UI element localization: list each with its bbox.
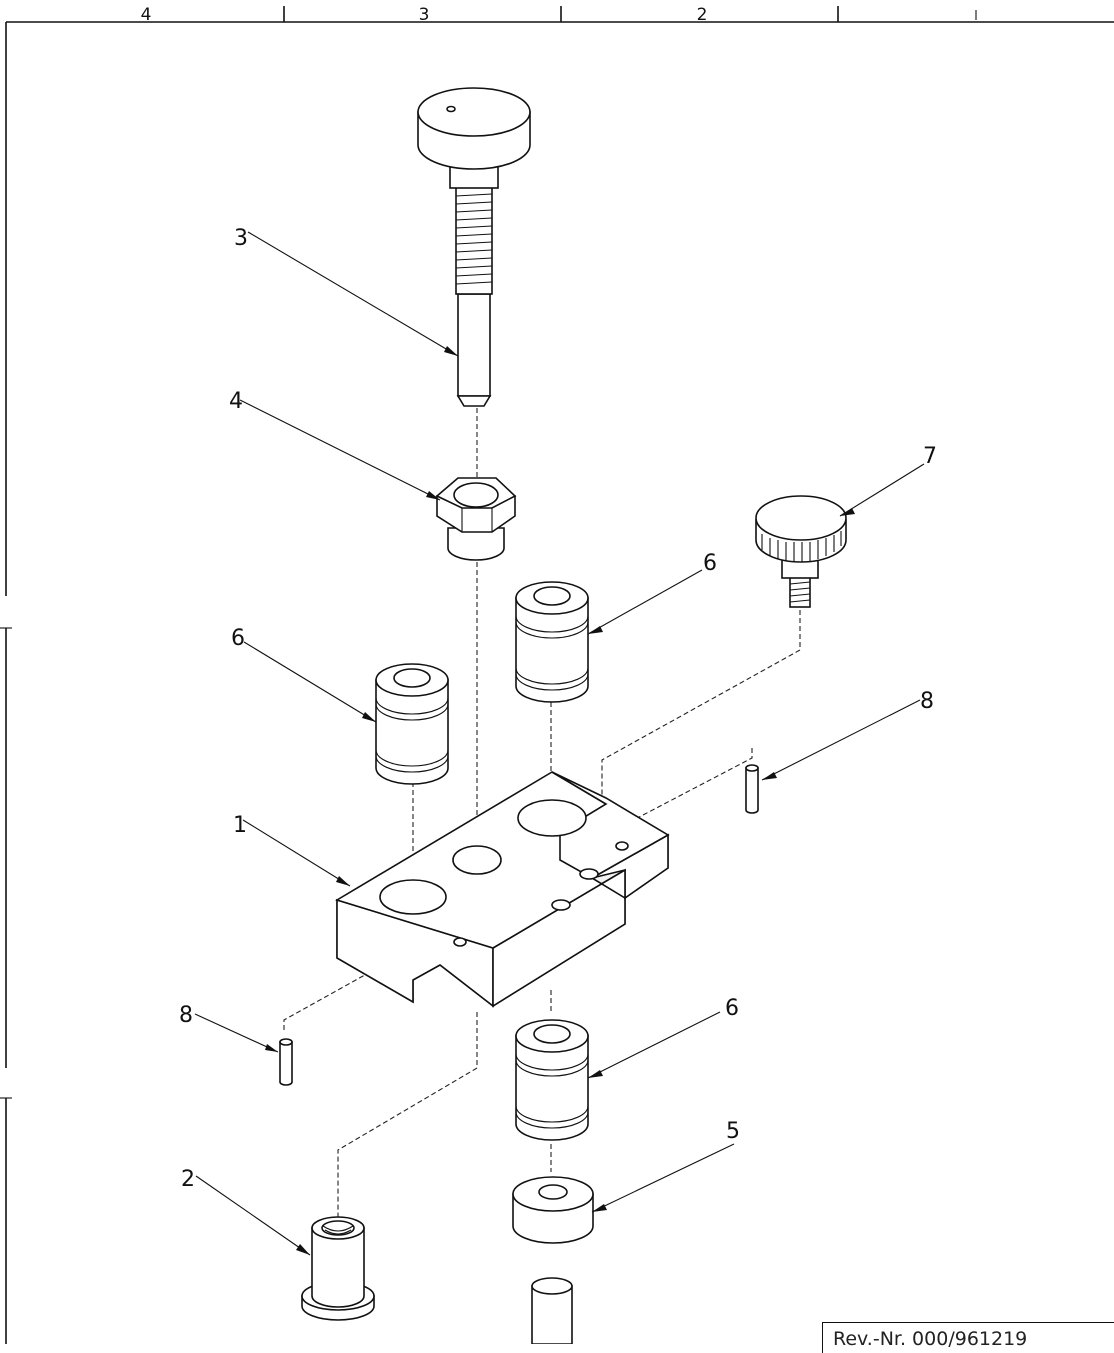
drawing-frame: 4 3 2 (0, 5, 1114, 1344)
leader-lines (194, 231, 925, 1256)
part-8a-dowel-pin (745, 764, 759, 814)
column-label-3: 3 (419, 5, 430, 25)
part-7-knurled-knob (755, 495, 847, 608)
part-8b-dowel-pin (279, 1038, 293, 1086)
callout-item-1: 1 (233, 813, 247, 838)
callout-item-7: 7 (923, 444, 937, 469)
part-6c-bushing (515, 1019, 589, 1141)
part-1-base-plate (335, 771, 670, 1008)
part-3-knob-screw (417, 87, 531, 407)
revision-number: Rev.-Nr. 000/961219 (833, 1328, 1028, 1350)
callout-item-4: 4 (229, 389, 243, 414)
column-label-2: 2 (697, 5, 708, 25)
part-6b-bushing (515, 581, 589, 703)
callout-item-6c: 6 (725, 996, 739, 1021)
callout-item-8a: 8 (920, 689, 934, 714)
revision-box: Rev.-Nr. 000/961219 (822, 1322, 1114, 1353)
bottom-pin-partial (531, 1277, 573, 1344)
callout-labels: 3 4 7 6 6 8 1 6 8 5 2 (179, 226, 937, 1192)
column-label-4: 4 (141, 5, 152, 25)
callout-item-6b: 6 (703, 551, 717, 576)
part-6a-bushing (375, 663, 449, 785)
part-2-threaded-sleeve (301, 1216, 375, 1321)
callout-item-5: 5 (726, 1119, 740, 1144)
callout-item-8b: 8 (179, 1003, 193, 1028)
part-4-hex-nut (435, 477, 517, 561)
callout-item-6a: 6 (231, 626, 245, 651)
callout-item-3: 3 (234, 226, 248, 251)
part-5-spacer-ring (512, 1176, 594, 1244)
callout-item-2: 2 (181, 1167, 195, 1192)
